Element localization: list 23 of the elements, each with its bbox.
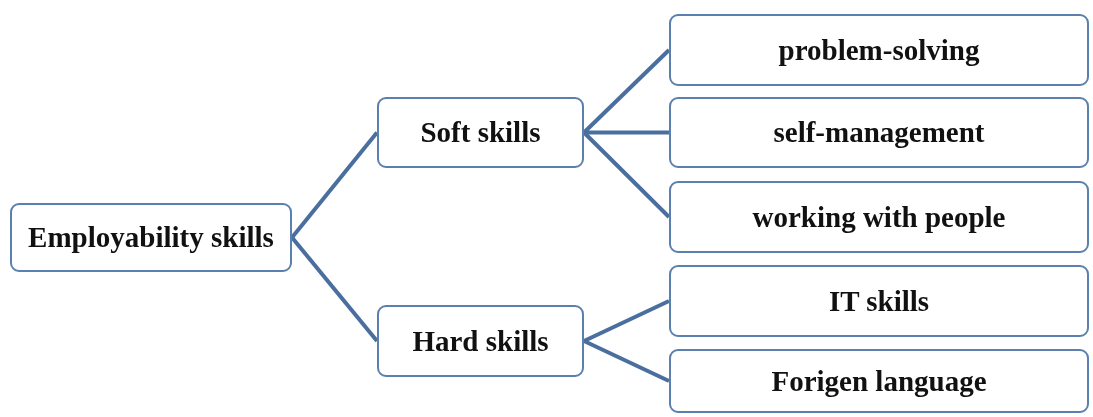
connector-line xyxy=(584,130,669,135)
skill-label: self-management xyxy=(773,117,985,148)
skill-label: problem-solving xyxy=(778,34,980,66)
skill-label: IT skills xyxy=(828,285,930,317)
connector-line xyxy=(582,48,671,134)
connector-line xyxy=(290,131,379,239)
skill-label: working with people xyxy=(752,201,1006,233)
skill-label: Employability skills xyxy=(28,222,274,253)
skill-label: Forigen language xyxy=(771,365,987,397)
connector-line xyxy=(583,339,670,383)
skill-box xyxy=(669,349,1089,413)
skill-box xyxy=(377,97,584,168)
skill-box xyxy=(669,181,1089,253)
skill-box xyxy=(377,305,584,377)
skill-box xyxy=(10,203,292,272)
connector-line xyxy=(583,299,670,343)
skill-box xyxy=(669,14,1089,86)
skill-label: Soft skills xyxy=(420,117,541,148)
connector-line xyxy=(290,236,379,343)
connector-line xyxy=(582,131,671,219)
skill-box xyxy=(669,265,1089,337)
skill-box xyxy=(669,97,1089,168)
skill-label: Hard skills xyxy=(412,325,549,357)
